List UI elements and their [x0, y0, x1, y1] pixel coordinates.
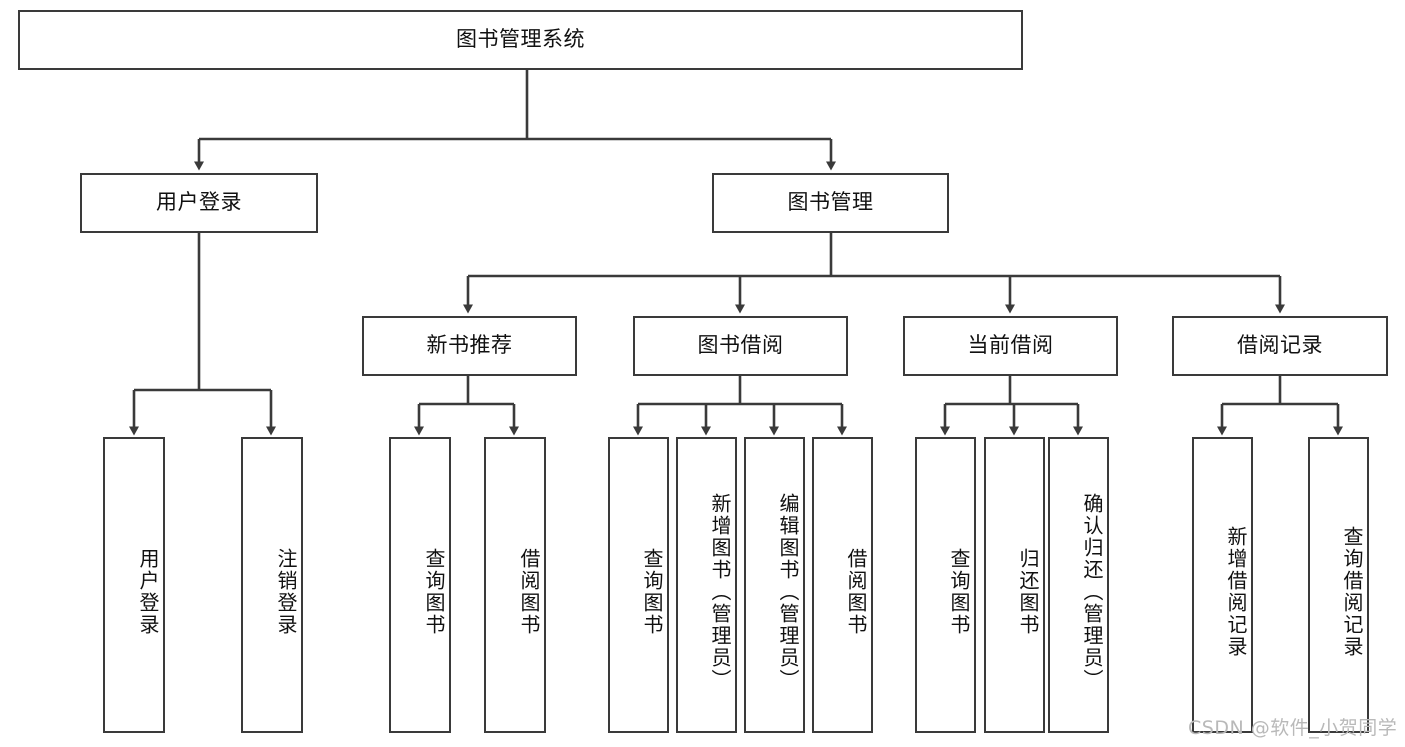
leaf-query-record[interactable]: 查询借阅记录	[1308, 437, 1369, 733]
node-borrow-record[interactable]: 借阅记录	[1172, 316, 1388, 376]
node-book-manage[interactable]: 图书管理	[712, 173, 949, 233]
leaf-query-book-2[interactable]: 查询图书	[608, 437, 669, 733]
leaf-borrow-book-1[interactable]: 借阅图书	[484, 437, 546, 733]
node-current-borrow[interactable]: 当前借阅	[903, 316, 1118, 376]
leaf-query-book-3-label: 查询图书	[947, 548, 971, 636]
leaf-query-book-2-label: 查询图书	[640, 548, 664, 636]
leaf-add-book-label: 新增图书（管理员）	[708, 493, 732, 691]
leaf-borrow-book-2-label: 借阅图书	[844, 548, 868, 636]
node-new-book-rec[interactable]: 新书推荐	[362, 316, 577, 376]
leaf-edit-book-label: 编辑图书（管理员）	[776, 493, 800, 691]
leaf-query-record-label: 查询借阅记录	[1340, 526, 1364, 658]
leaf-logout-label: 注销登录	[274, 548, 298, 636]
node-user-login-label: 用户登录	[156, 190, 242, 215]
leaf-confirm-return-label: 确认归还（管理员）	[1080, 493, 1104, 691]
leaf-return-book[interactable]: 归还图书	[984, 437, 1045, 733]
leaf-confirm-return[interactable]: 确认归还（管理员）	[1048, 437, 1109, 733]
node-borrow-record-label: 借阅记录	[1237, 333, 1323, 358]
node-book-manage-label: 图书管理	[787, 190, 874, 215]
leaf-borrow-book-1-label: 借阅图书	[517, 548, 541, 636]
leaf-add-record[interactable]: 新增借阅记录	[1192, 437, 1253, 733]
leaf-user-login[interactable]: 用户登录	[103, 437, 165, 733]
leaf-add-record-label: 新增借阅记录	[1224, 526, 1248, 658]
leaf-borrow-book-2[interactable]: 借阅图书	[812, 437, 873, 733]
node-new-book-rec-label: 新书推荐	[426, 333, 513, 358]
leaf-return-book-label: 归还图书	[1016, 548, 1040, 636]
node-root[interactable]: 图书管理系统	[18, 10, 1023, 70]
leaf-query-book-1[interactable]: 查询图书	[389, 437, 451, 733]
leaf-query-book-3[interactable]: 查询图书	[915, 437, 976, 733]
node-current-borrow-label: 当前借阅	[967, 333, 1054, 358]
leaf-edit-book[interactable]: 编辑图书（管理员）	[744, 437, 805, 733]
node-book-borrow-label: 图书借阅	[697, 333, 784, 358]
leaf-logout[interactable]: 注销登录	[241, 437, 303, 733]
node-book-borrow[interactable]: 图书借阅	[633, 316, 848, 376]
watermark: CSDN @软件_小贺同学	[1188, 717, 1398, 739]
leaf-user-login-label: 用户登录	[136, 548, 160, 636]
leaf-add-book[interactable]: 新增图书（管理员）	[676, 437, 737, 733]
leaf-query-book-1-label: 查询图书	[422, 548, 446, 636]
node-user-login[interactable]: 用户登录	[80, 173, 318, 233]
node-root-label: 图书管理系统	[456, 27, 585, 52]
